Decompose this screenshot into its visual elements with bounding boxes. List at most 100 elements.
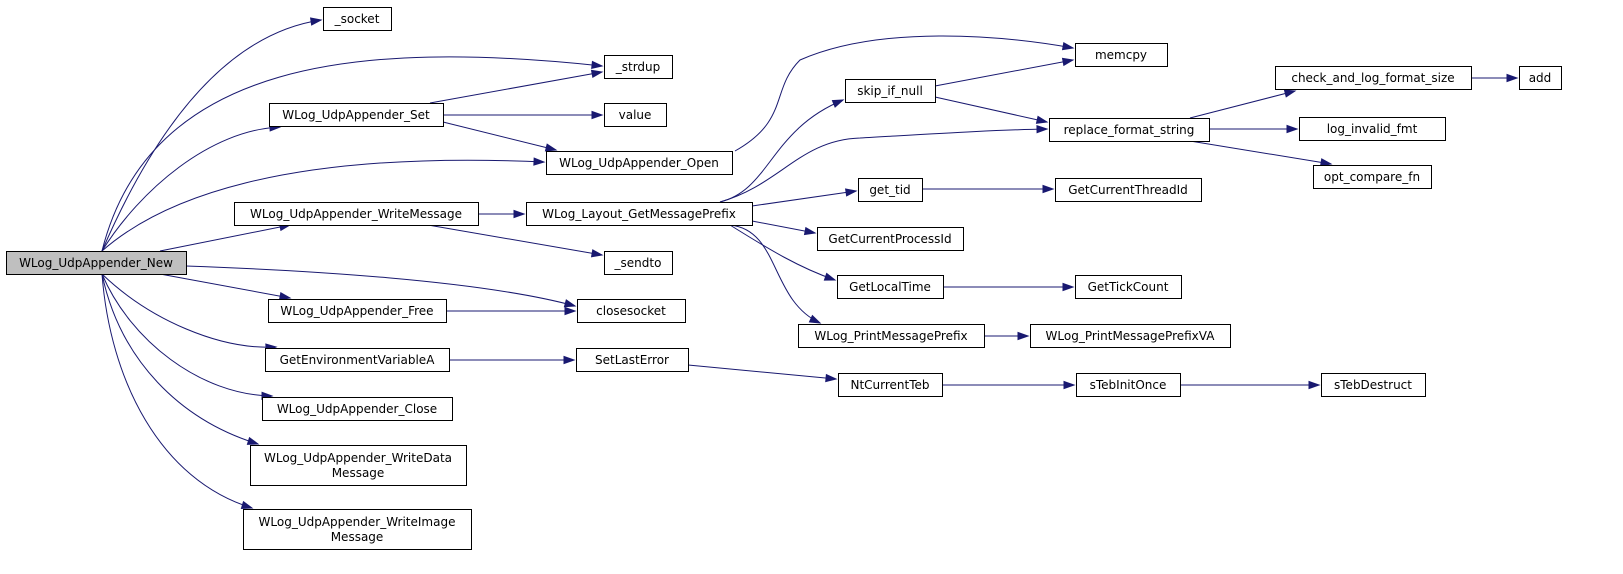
- node-label-setlasterror: SetLastError: [595, 353, 669, 367]
- node-stebinitonce[interactable]: sTebInitOnce: [1076, 373, 1181, 397]
- node-skipifnull[interactable]: skip_if_null: [845, 79, 936, 103]
- node-label-skipifnull: skip_if_null: [857, 84, 923, 98]
- edge-new-to-strdup: [101, 56, 603, 252]
- arrowhead-gettid-to-getthreadid: [1042, 184, 1055, 194]
- arrowhead-free-to-closesocket: [564, 306, 577, 316]
- node-ntcurrentteb[interactable]: NtCurrentTeb: [838, 373, 943, 397]
- node-new[interactable]: WLog_UdpAppender_New: [6, 251, 187, 275]
- arrowhead-prefix-to-getlocaltime: [823, 272, 837, 281]
- node-box-sendto: [604, 251, 673, 275]
- call-graph-edges: [101, 17, 1519, 509]
- node-box-optcompare: [1313, 165, 1432, 189]
- call-graph-nodes: WLog_UdpAppender_New _socket _strdupWLog_U…: [6, 7, 1562, 550]
- node-label-value: value: [619, 108, 652, 122]
- node-free[interactable]: WLog_UdpAppender_Free: [268, 299, 447, 323]
- node-replacefmt[interactable]: replace_format_string: [1049, 118, 1210, 142]
- node-label-printprefix: WLog_PrintMessagePrefix: [814, 329, 967, 343]
- arrowhead-printprefix-to-printprefixva: [1017, 331, 1030, 341]
- arrowhead-new-to-closesocket: [563, 299, 577, 308]
- node-box-getthreadid: [1055, 178, 1202, 202]
- node-open[interactable]: WLog_UdpAppender_Open: [546, 151, 733, 175]
- arrowhead-new-to-socket: [309, 17, 323, 26]
- node-stebdestruct[interactable]: sTebDestruct: [1321, 373, 1426, 397]
- node-label-writemsg: WLog_UdpAppender_WriteMessage: [250, 207, 462, 221]
- node-closesocket[interactable]: closesocket: [577, 299, 686, 323]
- node-label-printprefixva: WLog_PrintMessagePrefixVA: [1046, 329, 1216, 343]
- node-label-writedata-line-1: WLog_UdpAppender_WriteData: [264, 451, 452, 465]
- node-getlocaltime[interactable]: GetLocalTime: [837, 275, 944, 299]
- node-set[interactable]: WLog_UdpAppender_Set: [269, 103, 444, 127]
- arrowhead-skipifnull-to-replacefmt: [1035, 115, 1049, 124]
- node-label-replacefmt: replace_format_string: [1064, 123, 1195, 137]
- node-label-stebinitonce: sTebInitOnce: [1090, 378, 1167, 392]
- node-add[interactable]: add: [1519, 66, 1562, 90]
- node-gettid[interactable]: get_tid: [858, 178, 923, 202]
- arrowhead-prefix-to-gettid: [845, 188, 858, 197]
- node-label-sendto: _sendto: [614, 256, 662, 270]
- arrowhead-prefix-to-replacefmt: [1036, 124, 1049, 134]
- arrowhead-setlasterror-to-ntcurrentteb: [825, 373, 838, 383]
- node-label-writeimage-line-1: WLog_UdpAppender_WriteImage: [259, 515, 456, 529]
- node-box-add: [1519, 66, 1562, 90]
- node-socket[interactable]: _socket: [323, 7, 392, 31]
- node-printprefix[interactable]: WLog_PrintMessagePrefix: [798, 324, 985, 348]
- arrowhead-checklog-to-add: [1506, 73, 1519, 83]
- arrowhead-set-to-strdup: [590, 69, 604, 79]
- node-box-socket: [323, 7, 392, 31]
- node-box-strdup: [604, 55, 673, 79]
- arrowhead-new-to-free: [278, 291, 292, 301]
- edge-new-to-socket: [101, 19, 322, 252]
- edge-replacefmt-to-optcompare: [1189, 140, 1332, 165]
- node-close[interactable]: WLog_UdpAppender_Close: [262, 397, 453, 421]
- edge-prefix-to-replacefmt: [719, 128, 1048, 203]
- node-box-value: [604, 103, 667, 127]
- node-label-close: WLog_UdpAppender_Close: [277, 402, 437, 416]
- node-value[interactable]: value: [604, 103, 667, 127]
- node-printprefixva[interactable]: WLog_PrintMessagePrefixVA: [1030, 324, 1231, 348]
- edge-skipifnull-to-memcpy: [934, 59, 1074, 87]
- node-label-closesocket: closesocket: [596, 304, 666, 318]
- node-loginvalid[interactable]: log_invalid_fmt: [1299, 117, 1446, 141]
- node-label-new: WLog_UdpAppender_New: [19, 256, 173, 270]
- node-writemsg[interactable]: WLog_UdpAppender_WriteMessage: [234, 202, 479, 226]
- node-box-setlasterror: [576, 348, 689, 372]
- node-box-writeimage: [243, 509, 472, 550]
- arrowhead-stebinitonce-to-stebdestruct: [1308, 380, 1321, 390]
- node-getprocessid[interactable]: GetCurrentProcessId: [817, 227, 964, 251]
- edge-set-to-open: [442, 121, 557, 151]
- arrowhead-new-to-strdup: [591, 60, 604, 70]
- edge-new-to-writedata: [101, 273, 259, 445]
- node-sendto[interactable]: _sendto: [604, 251, 673, 275]
- arrowhead-skipifnull-to-memcpy: [1061, 57, 1075, 67]
- node-box-gettid: [858, 178, 923, 202]
- arrowhead-prefix-to-getprocessid: [803, 226, 817, 236]
- arrowhead-writemsg-to-sendto: [590, 249, 604, 258]
- edge-new-to-closesocket: [185, 265, 576, 307]
- edge-prefix-to-getlocaltime: [729, 224, 836, 281]
- node-prefix[interactable]: WLog_Layout_GetMessagePrefix: [526, 202, 753, 226]
- node-setlasterror[interactable]: SetLastError: [576, 348, 689, 372]
- node-getenv[interactable]: GetEnvironmentVariableA: [265, 348, 450, 372]
- node-strdup[interactable]: _strdup: [604, 55, 673, 79]
- node-memcpy[interactable]: memcpy: [1075, 43, 1168, 67]
- edge-new-to-open: [101, 159, 545, 252]
- node-getthreadid[interactable]: GetCurrentThreadId: [1055, 178, 1202, 202]
- node-box-open: [546, 151, 733, 175]
- node-box-printprefix: [798, 324, 985, 348]
- node-gettickcount[interactable]: GetTickCount: [1075, 275, 1182, 299]
- node-label-socket: _socket: [334, 12, 380, 26]
- node-box-loginvalid: [1299, 117, 1446, 141]
- node-optcompare[interactable]: opt_compare_fn: [1313, 165, 1432, 189]
- node-checklog[interactable]: check_and_log_format_size: [1275, 66, 1472, 90]
- node-box-getprocessid: [817, 227, 964, 251]
- node-label-loginvalid: log_invalid_fmt: [1327, 122, 1418, 136]
- node-box-writemsg: [234, 202, 479, 226]
- edge-new-to-getenv: [101, 273, 277, 348]
- arrowhead-writemsg-to-prefix: [513, 209, 526, 219]
- node-label-writedata-line-2: Message: [332, 466, 385, 480]
- edge-new-to-writeimage: [101, 273, 253, 509]
- node-label-getlocaltime: GetLocalTime: [849, 280, 931, 294]
- node-label-gettid: get_tid: [869, 183, 910, 197]
